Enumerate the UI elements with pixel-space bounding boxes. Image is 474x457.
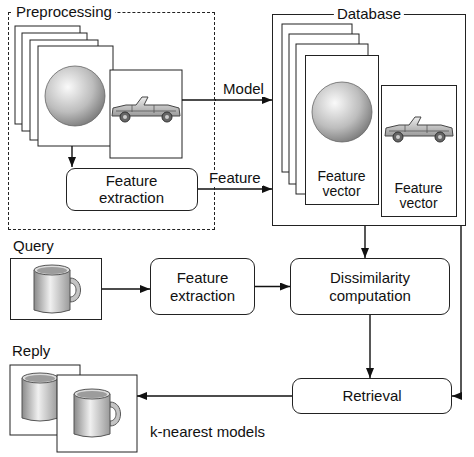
- arrow-stub: [182, 99, 216, 100]
- process-box: Feature extraction: [150, 258, 255, 315]
- database-stack: [282, 24, 457, 217]
- reply-mugs: [10, 365, 137, 452]
- query-mug: [34, 265, 81, 313]
- connector: [364, 226, 365, 258]
- node-label: Dissimilarity computation: [301, 269, 439, 304]
- node-label: Feature vector: [385, 181, 453, 212]
- database-box: DatabaseFeature vectorFeature vector: [272, 14, 466, 226]
- process-box: Retrieval: [292, 378, 452, 414]
- process-box: Dissimilarity computation: [290, 258, 450, 315]
- connector: [102, 288, 150, 289]
- heading: Query: [10, 237, 57, 254]
- connector: [452, 226, 461, 396]
- heading: Database: [334, 5, 404, 22]
- model-stack: [15, 26, 182, 158]
- heading: Preprocessing: [13, 3, 115, 20]
- query-image: Query: [10, 258, 102, 320]
- model-card: Feature vector: [381, 85, 457, 217]
- caption-text: k-nearest models: [147, 423, 268, 440]
- connector: [369, 315, 370, 378]
- reply-image: Replyk-nearest models: [10, 365, 137, 452]
- connector: [137, 395, 292, 396]
- edge-label: Model: [221, 81, 266, 98]
- node-label: Retrieval: [342, 387, 401, 404]
- heading: Reply: [9, 342, 53, 359]
- node-label: Feature vector: [309, 169, 375, 200]
- connector: [198, 188, 273, 189]
- model-card: Feature vector: [305, 55, 379, 205]
- arrow: [71, 146, 72, 167]
- connector: [255, 286, 290, 287]
- connector: [215, 99, 272, 100]
- node-label: Feature extraction: [161, 269, 244, 304]
- group-box: PreprocessingFeature extraction: [8, 12, 215, 230]
- node-label: Feature extraction: [77, 172, 187, 207]
- process-box: Feature extraction: [66, 168, 198, 211]
- edge-label: Feature: [207, 170, 263, 187]
